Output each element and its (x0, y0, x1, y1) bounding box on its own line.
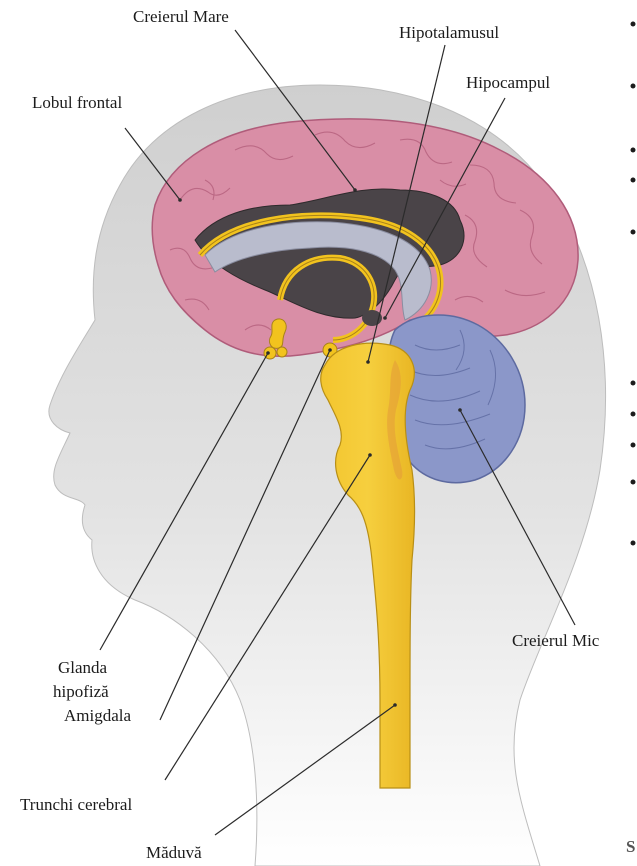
label-maduva: Măduvă (146, 843, 202, 862)
label-creierul-mic: Creierul Mic (512, 631, 600, 650)
label-hipocampul: Hipocampul (466, 73, 550, 92)
label-lobul-frontal: Lobul frontal (32, 93, 122, 112)
label-hipotalamusul: Hipotalamusul (399, 23, 499, 42)
label-creierul-mare: Creierul Mare (133, 7, 229, 26)
label-glanda: Glanda (58, 658, 108, 677)
label-amigdala: Amigdala (64, 706, 131, 725)
label-trunchi-cerebral: Trunchi cerebral (20, 795, 132, 814)
label-hipofiza: hipofiză (53, 682, 109, 701)
page-footer-letter: S (626, 837, 635, 856)
page-bullets (631, 22, 636, 546)
